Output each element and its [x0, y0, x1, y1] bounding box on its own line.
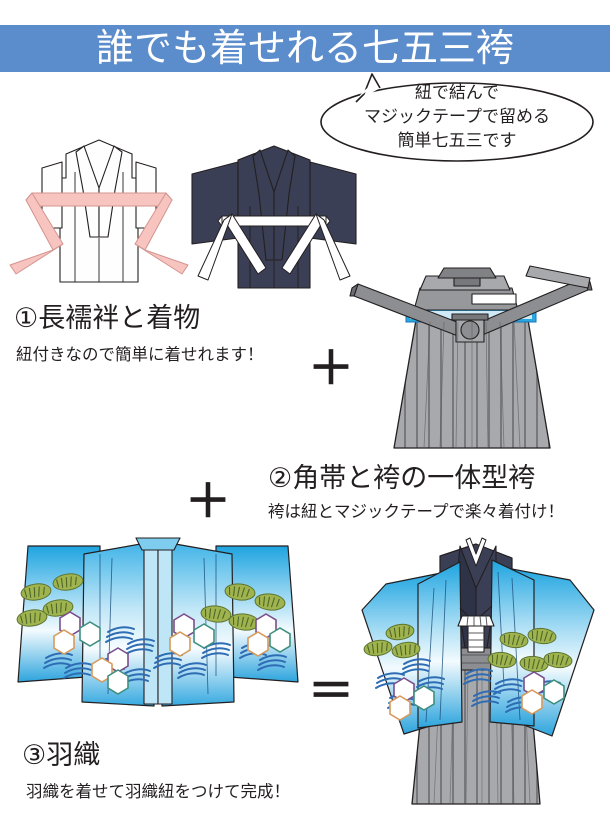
- section-2-title: ②角帯と袴の一体型袴: [268, 463, 536, 493]
- page-title: 誰でも着せれる七五三袴: [95, 27, 514, 70]
- section-1-title: ①長襦袢と着物: [14, 303, 201, 333]
- illustration-complete-outfit: [356, 536, 606, 811]
- hexagon-motif-group: [53, 611, 291, 695]
- illustration-haori: [4, 536, 312, 736]
- header-banner: 誰でも着せれる七五三袴: [0, 25, 610, 72]
- operator-plus-2: ＋: [185, 475, 231, 527]
- illustration-kimono: [176, 128, 372, 308]
- operator-equals: ＝: [308, 665, 354, 717]
- speech-bubble: 紐で結んで マジックテープで留める 簡単七五三です: [318, 72, 596, 162]
- section-3-title: ③羽織: [22, 740, 101, 770]
- illustration-nagajuban: [6, 132, 192, 302]
- kimono-svg: [191, 145, 357, 289]
- pink-tie: [9, 192, 189, 275]
- section-2-subtitle: 袴は紐とマジックテープで楽々着付け！: [268, 503, 565, 521]
- speech-bubble-shape: [320, 73, 594, 162]
- hakama-svg: [349, 265, 593, 449]
- section-1-subtitle: 紐付きなので簡単に着せれます！: [16, 346, 264, 364]
- speech-bubble-text: 紐で結んで マジックテープで留める 簡単七五三です: [364, 83, 550, 150]
- nagajuban-svg: [9, 139, 189, 283]
- hexagon-motif-group: [389, 671, 565, 721]
- operator-plus-1: ＋: [308, 342, 354, 394]
- section-3-subtitle: 羽織を着せて羽織紐をつけて完成！: [26, 783, 290, 801]
- illustration-hakama: [344, 258, 600, 458]
- white-tie: [197, 213, 351, 281]
- complete-outfit-svg: [361, 537, 595, 805]
- haori-svg: [15, 537, 299, 707]
